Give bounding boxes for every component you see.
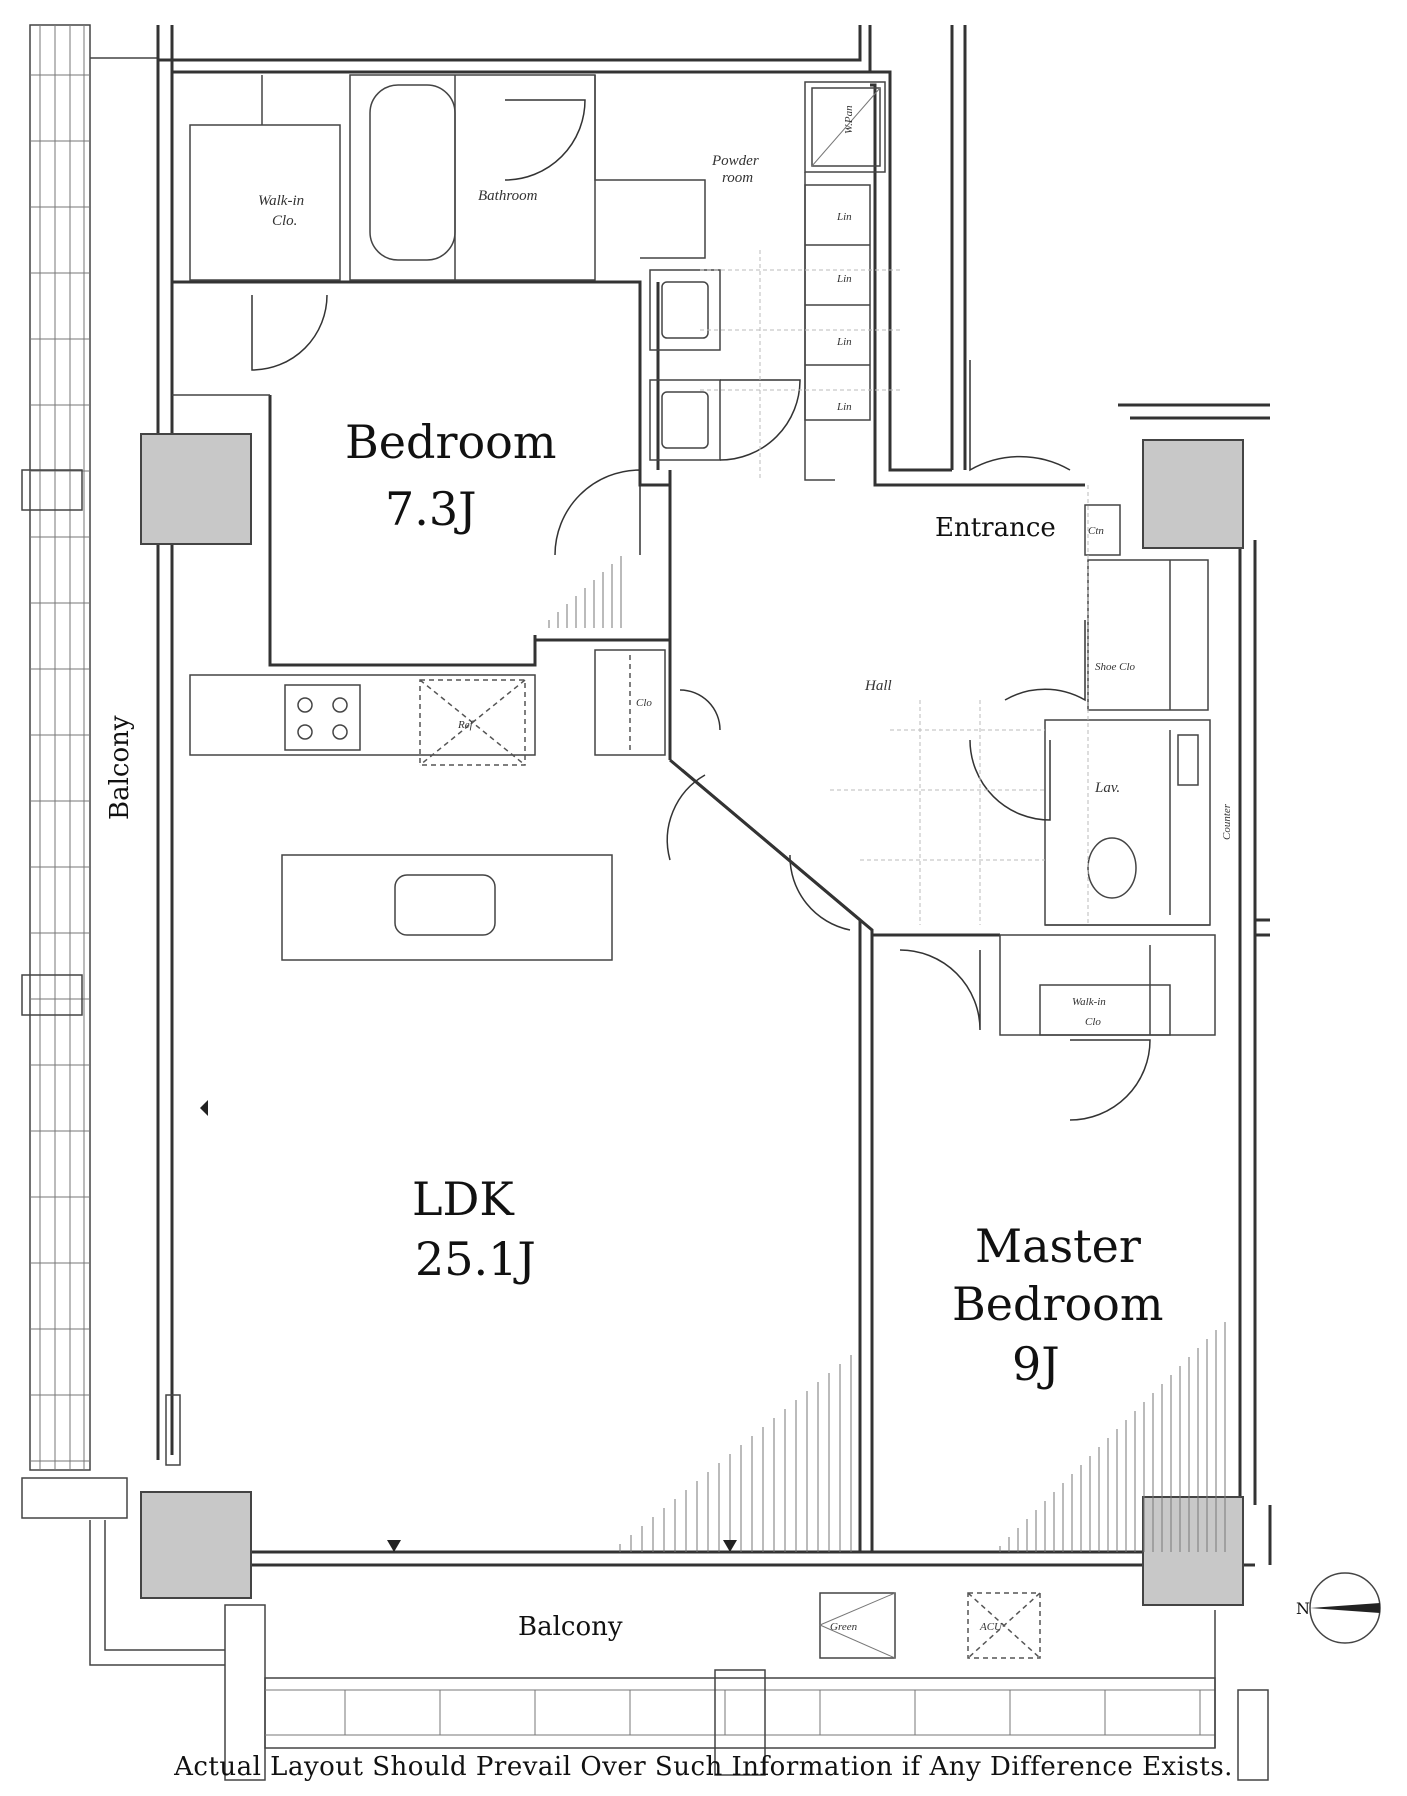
balcony-left-label: Balcony xyxy=(105,715,135,820)
ref-label: Ref xyxy=(457,719,475,731)
window-markers xyxy=(200,1100,737,1552)
powder-room-line1: Powder xyxy=(711,153,759,169)
master-name-line1: Master xyxy=(975,1219,1141,1273)
hall-label: Hall xyxy=(864,678,892,694)
ctn-label: Ctn xyxy=(1088,525,1104,537)
burner-icon xyxy=(297,724,313,740)
room-labels: Bedroom 7.3J LDK 25.1J Master Bedroom 9J… xyxy=(105,415,1163,1642)
ldk-size: 25.1J xyxy=(415,1232,536,1286)
walkin-clo-top-line1: Walk-in xyxy=(258,193,304,209)
acu-label: ACU xyxy=(979,1621,1003,1633)
bedroom-size: 7.3J xyxy=(385,482,477,536)
walkin-clo-master-line1: Walk-in xyxy=(1072,996,1106,1008)
lin-label-2: Lin xyxy=(836,273,852,285)
wpan-label: W.Pan xyxy=(843,105,855,134)
lav-label: Lav. xyxy=(1094,780,1120,796)
compass-label: N xyxy=(1296,1599,1310,1618)
counter-label: Counter xyxy=(1221,803,1233,840)
window-hatching xyxy=(548,556,1226,1552)
compass-needle-icon xyxy=(1310,1603,1380,1613)
balcony-bottom-label: Balcony xyxy=(518,1612,623,1642)
entrance-label: Entrance xyxy=(935,513,1056,543)
walkin-clo-top-line2: Clo. xyxy=(272,213,297,229)
fixture-labels: Walk-in Clo. Bathroom Powder room W.Pan … xyxy=(258,105,1233,1633)
green-label: Green xyxy=(830,1621,858,1633)
lin-label-4: Lin xyxy=(836,401,852,413)
clo-kitchen-label: Clo xyxy=(636,697,652,709)
ldk-name: LDK xyxy=(412,1172,515,1226)
structural-pillars xyxy=(140,433,1244,1606)
lin-label-1: Lin xyxy=(836,211,852,223)
disclaimer: Actual Layout Should Prevail Over Such I… xyxy=(174,1752,1233,1782)
burner-icon xyxy=(332,724,348,740)
burner-icon xyxy=(332,697,348,713)
shoe-clo-label: Shoe Clo xyxy=(1095,661,1136,673)
interior-walls xyxy=(165,74,1216,1552)
master-size: 9J xyxy=(1012,1337,1060,1391)
north-compass: N xyxy=(1296,1572,1381,1644)
bottom-balcony xyxy=(89,1520,1269,1781)
outer-walls xyxy=(156,25,1272,1567)
left-balcony-railing xyxy=(21,24,158,1519)
burner-icon xyxy=(297,697,313,713)
fixtures xyxy=(281,87,881,961)
master-name-line2: Bedroom xyxy=(952,1277,1163,1331)
hall-grid xyxy=(700,250,1089,925)
bedroom-name: Bedroom xyxy=(345,415,556,469)
door-swings xyxy=(251,99,1151,1121)
powder-room-line2: room xyxy=(722,170,753,186)
lin-label-3: Lin xyxy=(836,336,852,348)
bathroom-label: Bathroom xyxy=(478,188,538,204)
walkin-clo-master-line2: Clo xyxy=(1085,1016,1101,1028)
